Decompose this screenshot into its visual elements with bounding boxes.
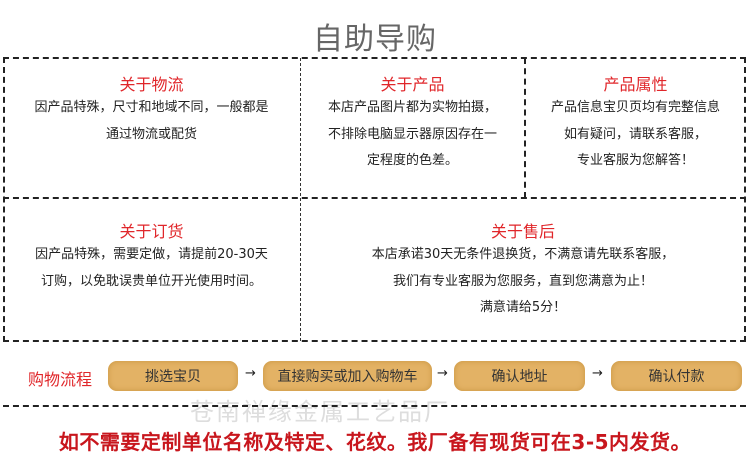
cell-line: 因产品特殊，需要定做，请提前20-30天: [35, 247, 268, 262]
divider: [524, 58, 526, 198]
arrow-right-icon: →: [592, 366, 603, 381]
cell-line: 如有疑问，请联系客服，: [563, 126, 707, 142]
cell-title: 关于订货: [119, 222, 184, 241]
cell-line: 不排除电脑显示器原因存在一: [327, 126, 497, 142]
cell-title: 关于物流: [119, 75, 184, 94]
cell-attributes: 产品属性 产品信息宝贝页均有完整信息 如有疑问，请联系客服， 专业客服为您解答！: [525, 59, 746, 175]
flow-step-select: 挑选宝贝: [108, 361, 238, 391]
cell-line: 专业客服为您解答！: [576, 153, 694, 168]
cell-line: 本店产品图片都为实物拍摄，: [327, 100, 497, 115]
cell-line: 定程度的色差。: [366, 153, 458, 168]
divider: [3, 405, 746, 407]
cell-after-sales: 关于售后 本店承诺30天无条件退换货，不满意请先联系客服， 我们有专业客服为您服…: [300, 206, 746, 322]
cell-logistics: 关于物流 因产品特殊，尺寸和地域不同，一般都是 通过物流或配货: [3, 59, 300, 148]
cell-line: 因产品特殊，尺寸和地域不同，一般都是: [34, 100, 269, 115]
flow-step-address: 确认地址: [454, 361, 585, 391]
info-grid: [3, 57, 746, 342]
flow-step-buy: 直接购买或加入购物车: [263, 361, 432, 391]
cell-product: 关于产品 本店产品图片都为实物拍摄， 不排除电脑显示器原因存在一 定程度的色差。: [300, 59, 525, 175]
cell-line: 我们有专业客服为您服务，直到您满意为止！: [392, 273, 653, 289]
cell-title: 产品属性: [603, 75, 668, 94]
divider: [3, 197, 746, 199]
stock-notice: 如不需要定制单位名称及特定、花纹。我厂备有现货可在3-5内发货。: [58, 430, 692, 454]
divider: [300, 58, 301, 341]
cell-title: 关于产品: [380, 75, 445, 94]
cell-line: 订购，以免耽误贵单位开光使用时间。: [40, 273, 262, 289]
flow-step-pay: 确认付款: [611, 361, 742, 391]
page-title: 自助导购: [313, 22, 437, 57]
cell-title: 关于售后: [490, 222, 555, 241]
cell-line: 本店承诺30天无条件退换货，不满意请先联系客服，: [371, 247, 675, 262]
cell-line: 产品信息宝贝页均有完整信息: [550, 100, 720, 115]
flow-label: 购物流程: [28, 370, 93, 389]
arrow-right-icon: →: [437, 366, 448, 381]
cell-ordering: 关于订货 因产品特殊，需要定做，请提前20-30天 订购，以免耽误贵单位开光使用…: [3, 206, 300, 295]
arrow-right-icon: →: [245, 366, 256, 381]
cell-line: 满意请给5分！: [479, 300, 567, 315]
watermark: 苍南禅缘金属工艺品厂: [190, 398, 450, 426]
cell-line: 通过物流或配货: [105, 126, 197, 142]
